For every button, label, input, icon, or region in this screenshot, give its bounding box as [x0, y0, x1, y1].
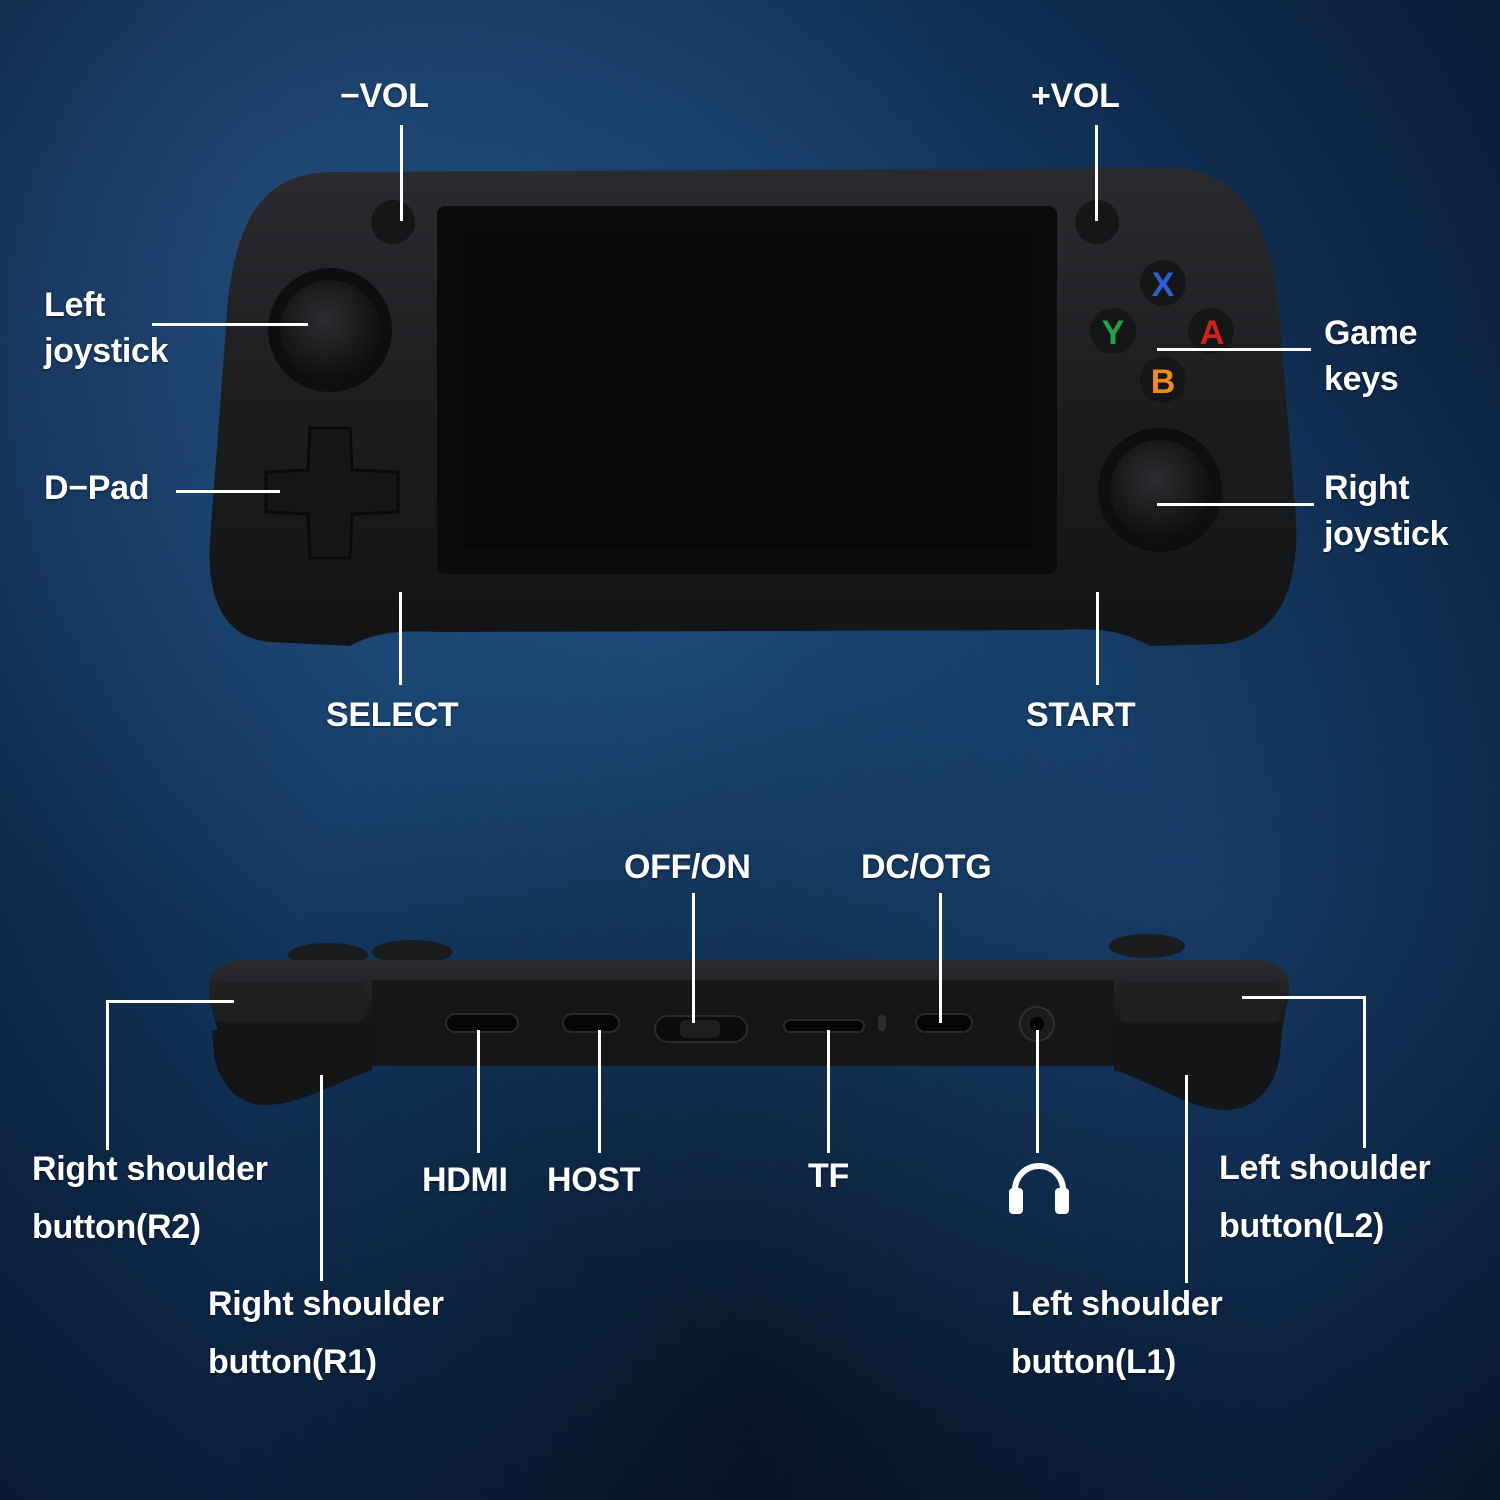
host-leader [598, 1030, 601, 1153]
l2-leader-h [1242, 996, 1366, 999]
power-switch-knob [680, 1020, 720, 1038]
off-on-leader [692, 893, 695, 1023]
select-button [367, 568, 419, 604]
right-joystick-leader [1157, 503, 1314, 506]
vol-plus-leader [1095, 125, 1098, 221]
top-view-console [209, 934, 1290, 1110]
screen [463, 232, 1031, 548]
dc-otg-label: DC/OTG [861, 848, 992, 886]
front-view-console [209, 168, 1297, 646]
right-grip [1114, 1030, 1282, 1110]
dc-otg-port [915, 1013, 973, 1033]
vol-minus-button [371, 200, 415, 244]
off-on-label: OFF/ON [624, 848, 751, 886]
x-button [1140, 260, 1186, 306]
hdmi-port [445, 1013, 519, 1033]
a-letter: A [1200, 314, 1225, 352]
tf-slot [783, 1019, 865, 1033]
game-keys-leader [1157, 348, 1311, 351]
left-joystick [280, 280, 380, 380]
host-label: HOST [547, 1161, 641, 1199]
hdmi-label: HDMI [422, 1161, 508, 1199]
start-leader [1096, 592, 1099, 685]
tf-leader [827, 1030, 830, 1153]
y-letter: Y [1102, 314, 1125, 352]
indicator-led [878, 1015, 886, 1031]
headphone-icon [1009, 1163, 1069, 1214]
r2-leader-v [106, 1000, 109, 1150]
a-button [1188, 308, 1234, 354]
dpad-leader [176, 490, 280, 493]
headphone-leader [1036, 1030, 1039, 1153]
start-button [1077, 568, 1129, 604]
l2-shoulder [1120, 982, 1280, 1022]
r1-leader [320, 1075, 323, 1281]
dpad [264, 426, 400, 560]
y-button [1090, 308, 1136, 354]
b-button [1140, 357, 1186, 403]
vol-plus-button [1075, 200, 1119, 244]
host-port [562, 1013, 620, 1033]
x-letter: X [1152, 266, 1175, 304]
audio-jack [1030, 1017, 1044, 1031]
left-grip [212, 1030, 372, 1105]
r2-shoulder [215, 982, 365, 1022]
select-label: SELECT [326, 696, 459, 734]
dc-otg-leader [939, 893, 942, 1023]
vol-minus-label: −VOL [340, 77, 429, 115]
start-label: START [1026, 696, 1136, 734]
right-stick-top [1109, 934, 1185, 958]
l2-leader-v [1363, 996, 1366, 1148]
hdmi-leader [477, 1030, 480, 1153]
l1-leader [1185, 1075, 1188, 1283]
dpad-label: D−Pad [44, 469, 150, 507]
vol-minus-leader [400, 125, 403, 221]
b-letter: B [1151, 363, 1176, 401]
vol-plus-label: +VOL [1031, 77, 1120, 115]
right-joystick [1110, 440, 1210, 540]
r2-leader-h [106, 1000, 234, 1003]
tf-label: TF [808, 1157, 849, 1195]
left-joystick-leader [152, 323, 308, 326]
dpad-top [372, 940, 452, 964]
select-leader [399, 592, 402, 685]
